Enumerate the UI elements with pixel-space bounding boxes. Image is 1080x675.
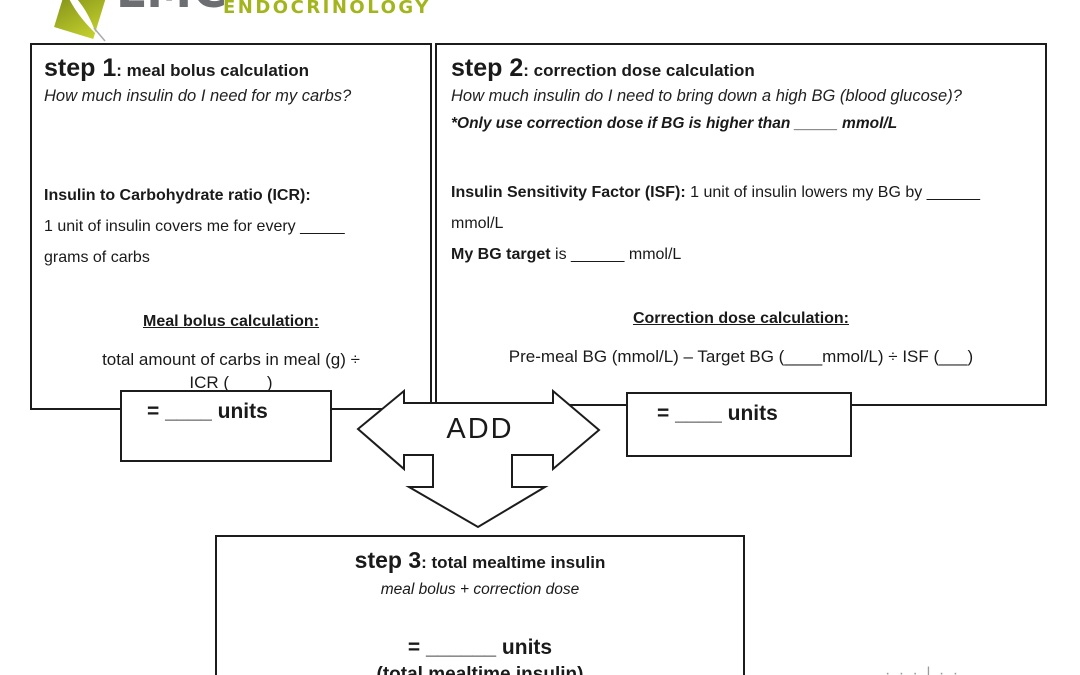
bg-target-text: is ______ mmol/L bbox=[550, 246, 682, 263]
step3-subtitle: meal bolus + correction dose bbox=[380, 581, 580, 598]
step2-box: step 2: correction dose calculation How … bbox=[435, 43, 1047, 406]
logo-division-text: ENDOCRINOLOGY bbox=[223, 0, 431, 18]
meal-bolus-formula-line1: total amount of carbs in meal (g) ÷ bbox=[102, 350, 360, 369]
step1-title-suffix: : meal bolus calculation bbox=[116, 61, 309, 80]
isf-unit-line: mmol/L bbox=[451, 215, 504, 232]
step3-caption: (total mealtime insulin) bbox=[376, 664, 584, 675]
step1-box: step 1: meal bolus calculation How much … bbox=[30, 43, 432, 410]
meal-bolus-formula: total amount of carbs in meal (g) ÷ ICR … bbox=[44, 348, 418, 394]
bg-target-label: My BG target bbox=[451, 246, 551, 263]
step1-result-text: = ____ units bbox=[147, 400, 268, 423]
correction-dose-formula: Pre-meal BG (mmol/L) – Target BG (____mm… bbox=[508, 347, 974, 366]
add-label: ADD bbox=[446, 413, 513, 445]
step3-title-suffix: : total mealtime insulin bbox=[421, 553, 606, 572]
step1-icr-block: Insulin to Carbohydrate ratio (ICR): 1 u… bbox=[44, 180, 418, 273]
leaf-icon bbox=[54, 0, 106, 42]
step2-question: How much insulin do I need to bring down… bbox=[451, 87, 962, 105]
step2-isf-block: Insulin Sensitivity Factor (ISF): 1 unit… bbox=[451, 177, 1031, 270]
bg-target-line: My BG target is ______ mmol/L bbox=[451, 239, 1031, 270]
step2-correction-note: *Only use correction dose if BG is highe… bbox=[451, 115, 898, 132]
step3-title: step 3: total mealtime insulin bbox=[217, 547, 743, 574]
isf-label: Insulin Sensitivity Factor (ISF): bbox=[451, 184, 686, 201]
meal-bolus-formula-line2: ICR (____) bbox=[189, 373, 273, 392]
footer-partial-text: · · · | · · bbox=[885, 665, 961, 675]
correction-dose-calc-heading: Correction dose calculation: bbox=[632, 310, 850, 327]
step2-title: step 2: correction dose calculation bbox=[451, 54, 1031, 83]
step1-title-prefix: step 1 bbox=[44, 54, 117, 82]
add-merge-arrow: ADD bbox=[356, 388, 601, 529]
icr-blank-line: 1 unit of insulin covers me for every __… bbox=[44, 218, 345, 235]
icr-label: Insulin to Carbohydrate ratio (ICR): bbox=[44, 187, 311, 204]
step3-result-text: = ______ units bbox=[407, 636, 553, 659]
step1-title: step 1: meal bolus calculation bbox=[44, 54, 418, 83]
isf-text: 1 unit of insulin lowers my BG by ______ bbox=[685, 184, 981, 201]
step1-question: How much insulin do I need for my carbs? bbox=[44, 87, 352, 105]
step3-box: step 3: total mealtime insulin meal bolu… bbox=[215, 535, 745, 675]
step3-title-prefix: step 3 bbox=[354, 547, 422, 573]
step1-result-box: = ____ units bbox=[120, 390, 332, 462]
meal-bolus-calc-heading: Meal bolus calculation: bbox=[142, 313, 320, 330]
step2-result-box: = ____ units bbox=[626, 392, 852, 457]
step2-title-prefix: step 2 bbox=[451, 54, 524, 82]
isf-line: Insulin Sensitivity Factor (ISF): 1 unit… bbox=[451, 177, 1031, 208]
logo-brand-text: LMC bbox=[116, 0, 228, 18]
step2-result-text: = ____ units bbox=[657, 402, 778, 425]
step2-title-suffix: : correction dose calculation bbox=[523, 61, 755, 80]
icr-units-line: grams of carbs bbox=[44, 249, 150, 266]
